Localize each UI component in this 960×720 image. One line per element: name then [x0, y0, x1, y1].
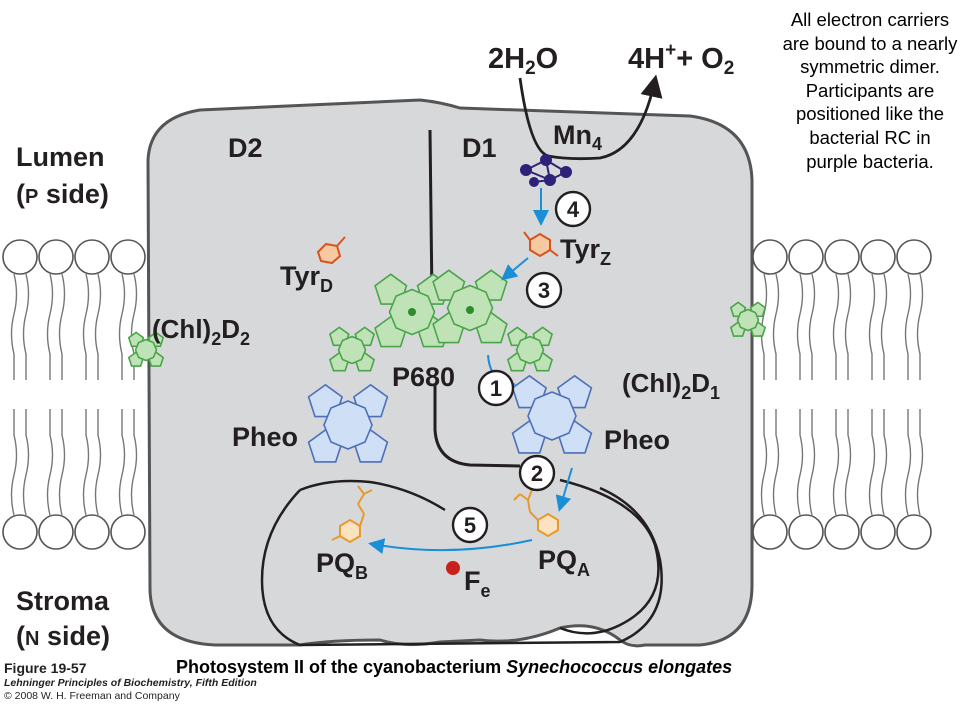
p680-label: P680 [392, 362, 455, 392]
p680-chlorophyll-d1 [432, 269, 508, 344]
tyr-z-molecule [523, 231, 559, 258]
lipid [824, 239, 860, 550]
accessory-chlorophyll-d2 [328, 326, 376, 372]
lumen-label: Lumen [16, 142, 105, 172]
figure-book: Lehninger Principles of Biochemistry, Fi… [4, 677, 257, 689]
step-4-marker: 4 [554, 190, 592, 228]
pheophytin-d1 [511, 374, 593, 454]
pqa-molecule [513, 489, 559, 538]
d1-label: D1 [462, 133, 497, 163]
tyr-d-molecule [316, 236, 346, 265]
lipid [110, 239, 146, 550]
accessory-chlorophyll-d1 [506, 326, 554, 372]
water-label: 2H2O [488, 43, 558, 79]
mn4-cluster [520, 154, 572, 187]
arrow-step-5 [368, 538, 533, 554]
d2-label: D2 [228, 133, 263, 163]
diagram-caption: Photosystem II of the cyanobacterium Syn… [176, 657, 732, 678]
lipid [2, 239, 38, 550]
lipid [752, 239, 788, 550]
mn4-label: Mn4 [553, 120, 602, 154]
lipid [74, 239, 110, 550]
step-markers: 1 2 3 4 5 [451, 190, 592, 544]
membrane-right [752, 239, 932, 550]
stroma-label: Stroma [16, 586, 110, 616]
n-side-label: (N side) [16, 621, 110, 651]
step-2-marker: 2 [518, 454, 556, 492]
figure-credit: Figure 19-57 Lehninger Principles of Bio… [4, 660, 257, 703]
electron-path-line [433, 385, 521, 468]
d1-d2-divider [428, 129, 434, 301]
step-3-marker: 3 [525, 271, 563, 309]
pheo-right-label: Pheo [604, 425, 670, 455]
chlorophyll-group [127, 269, 767, 372]
stroma-pocket [299, 478, 660, 635]
pqb-label: PQB [316, 548, 368, 583]
tyr-d-label: TyrD [280, 261, 333, 296]
electron-transfer-arrows [368, 188, 573, 554]
step-4-number: 4 [567, 197, 580, 222]
pocket-outline [260, 486, 663, 647]
peripheral-chlorophyll-d2 [127, 331, 165, 367]
pheophytin-d2 [307, 383, 389, 463]
step-2-number: 2 [531, 461, 543, 486]
step-5-marker: 5 [451, 506, 489, 544]
caption-species: Synechococcus elongates [506, 657, 733, 677]
step-1-marker: 1 [477, 369, 515, 407]
chl-d1-label: (Chl)2D1 [622, 368, 720, 403]
pheophytin-group [307, 374, 593, 463]
lipid [860, 239, 896, 550]
lipid [788, 239, 824, 550]
water-oxidation-curve [518, 74, 663, 161]
p-side-label: (P side) [16, 179, 109, 209]
step-1-number: 1 [490, 376, 502, 401]
lipid [896, 239, 932, 550]
membrane-left [2, 239, 146, 550]
annotation-note: All electron carriers are bound to a nea… [782, 9, 958, 172]
pheo-left-label: Pheo [232, 422, 298, 452]
chl-d2-label: (Chl)2D2 [152, 314, 250, 349]
figure-number: Figure 19-57 [4, 660, 87, 676]
pqa-label: PQA [538, 545, 590, 580]
protein-complex-body [146, 98, 754, 648]
step-5-number: 5 [464, 513, 476, 538]
figure-copyright: © 2008 W. H. Freeman and Company [4, 690, 180, 702]
arrow-step-2 [555, 467, 573, 512]
peripheral-chlorophyll-d1 [729, 301, 767, 337]
arrow-step-3 [500, 257, 529, 281]
caption-prefix: Photosystem II of the cyanobacterium [176, 657, 507, 677]
products-label: 4H++ O2 [628, 40, 734, 79]
pqb-molecule [331, 485, 373, 544]
tyr-z-label: TyrZ [560, 234, 611, 269]
lipid [38, 239, 74, 550]
step-3-number: 3 [538, 278, 550, 303]
fe-ion [446, 561, 460, 575]
fe-label: Fe [464, 566, 491, 601]
